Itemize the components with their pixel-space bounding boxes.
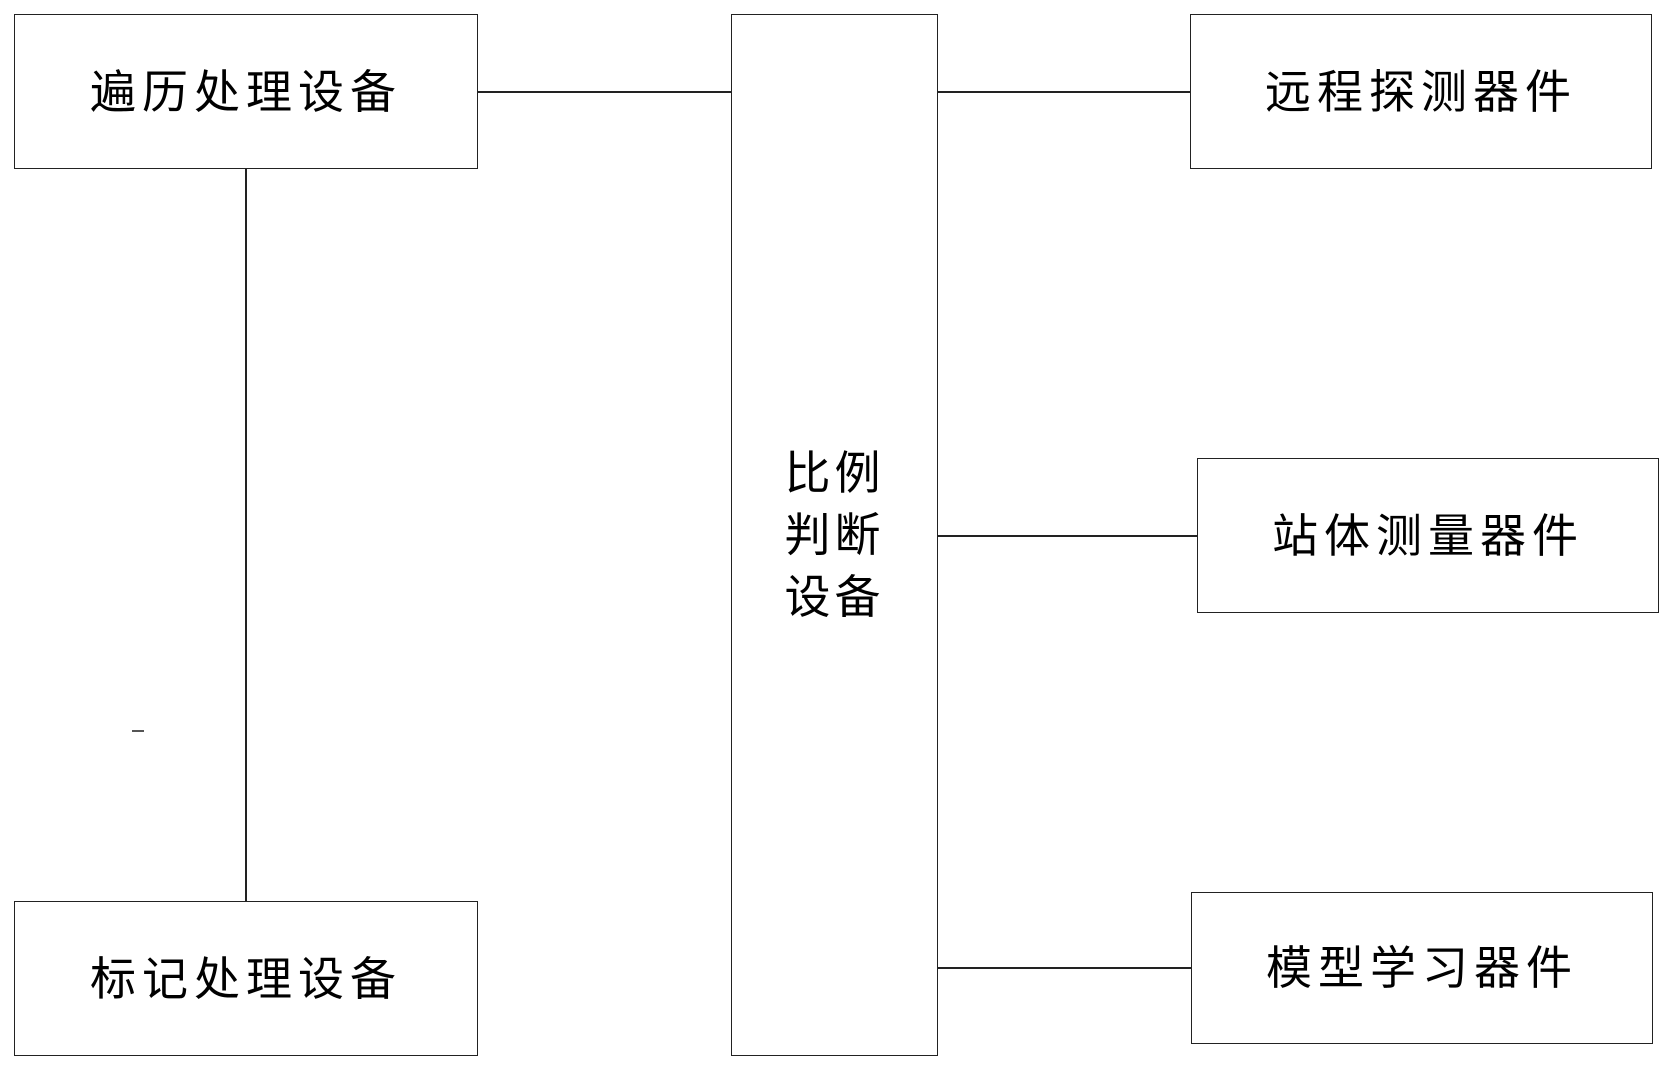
stray-dash-mark (132, 730, 144, 732)
station-measurement-box: 站体测量器件 (1197, 458, 1659, 613)
edge-ratio-to-remote (938, 91, 1190, 93)
marking-processing-label: 标记处理设备 (90, 956, 402, 1002)
edge-traversal-to-ratio (478, 91, 731, 93)
station-measurement-label: 站体测量器件 (1272, 513, 1584, 559)
model-learning-box: 模型学习器件 (1191, 892, 1653, 1044)
remote-detection-box: 远程探测器件 (1190, 14, 1652, 169)
marking-processing-box: 标记处理设备 (14, 901, 478, 1056)
traversal-processing-label: 遍历处理设备 (90, 69, 402, 115)
ratio-judgment-label: 比例判断设备 (775, 442, 895, 628)
edge-ratio-to-model (938, 967, 1191, 969)
model-learning-label: 模型学习器件 (1266, 945, 1578, 991)
edge-ratio-to-station (938, 535, 1197, 537)
ratio-judgment-box: 比例判断设备 (731, 14, 938, 1056)
remote-detection-label: 远程探测器件 (1265, 69, 1577, 115)
edge-traversal-to-marking (245, 169, 247, 901)
traversal-processing-box: 遍历处理设备 (14, 14, 478, 169)
